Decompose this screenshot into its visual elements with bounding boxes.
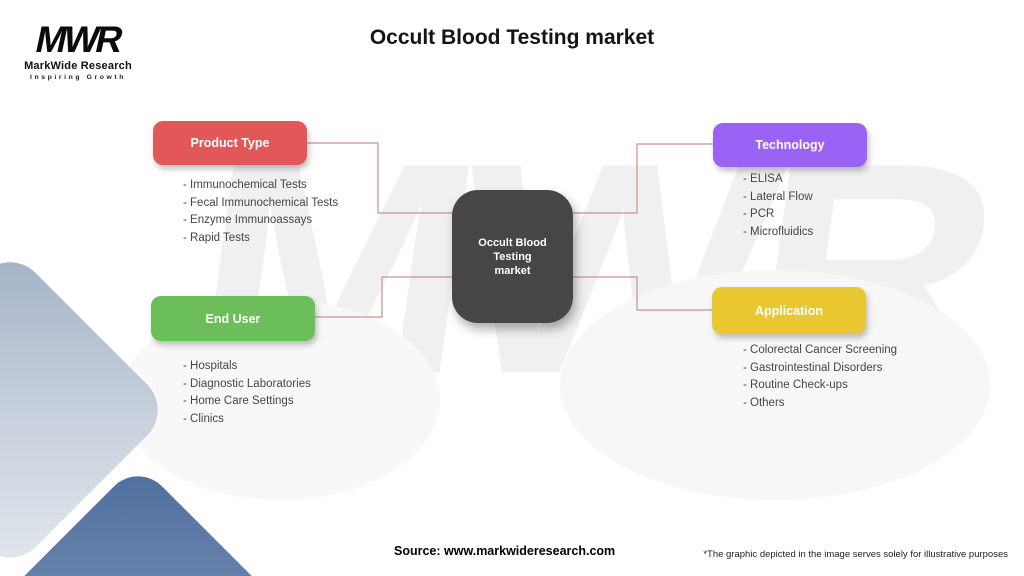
list-item: - Gastrointestinal Disorders [743, 361, 883, 374]
list-item: - Home Care Settings [183, 395, 294, 408]
list-item: - Fecal Immunochemical Tests [183, 196, 339, 209]
list-item: - Hospitals [183, 360, 238, 372]
list-item: - ELISA [743, 173, 783, 185]
list-item: - Colorectal Cancer Screening [743, 344, 898, 356]
connector-product-type [307, 142, 452, 214]
source-text: Source: www.markwideresearch.com [394, 544, 616, 558]
list-item: - Enzyme Immunoassays [183, 214, 313, 227]
category-label-end-user: End User [205, 311, 261, 326]
category-label-technology: Technology [755, 138, 825, 152]
list-item: - Routine Check-ups [743, 379, 848, 392]
list-item: - Clinics [183, 412, 224, 425]
category-box-product-type: Product Type [153, 121, 307, 165]
category-box-technology: Technology [713, 123, 867, 167]
connector-end-user [315, 276, 452, 318]
diagram-title: Occult Blood Testing market [369, 26, 655, 49]
connector-application [573, 276, 712, 311]
list-item: - PCR [743, 208, 775, 221]
logo-company-name: MarkWide Research [24, 60, 132, 72]
category-label-product-type: Product Type [190, 136, 270, 150]
disclaimer-text: *The graphic depicted in the image serve… [703, 549, 1008, 560]
logo-tagline: Inspiring Growth [30, 74, 126, 81]
list-item: - Others [743, 396, 785, 409]
category-list-product-type: - Immunochemical Tests - Fecal Immunoche… [183, 177, 338, 247]
category-label-application: Application [754, 303, 824, 318]
category-list-application: - Colorectal Cancer Screening - Gastroin… [743, 342, 897, 412]
connector-technology [573, 143, 713, 214]
list-item: - Lateral Flow [743, 190, 813, 203]
markwide-logo: MWR MarkWide Research Inspiring Growth [22, 19, 134, 81]
category-list-technology: - ELISA - Lateral Flow - PCR - Microflui… [743, 171, 813, 241]
list-item: - Rapid Tests [183, 231, 250, 244]
list-item: - Diagnostic Laboratories [183, 377, 311, 390]
center-node: Occult Blood Testing market [452, 190, 573, 323]
category-box-end-user: End User [151, 296, 315, 341]
category-list-end-user: - Hospitals - Diagnostic Laboratories - … [183, 358, 311, 428]
category-box-application: Application [712, 287, 866, 334]
center-node-label: Occult Blood Testing [478, 236, 547, 263]
list-item: - Immunochemical Tests [183, 179, 307, 191]
list-item: - Microfluidics [743, 225, 814, 238]
center-node-label: market [494, 264, 531, 277]
